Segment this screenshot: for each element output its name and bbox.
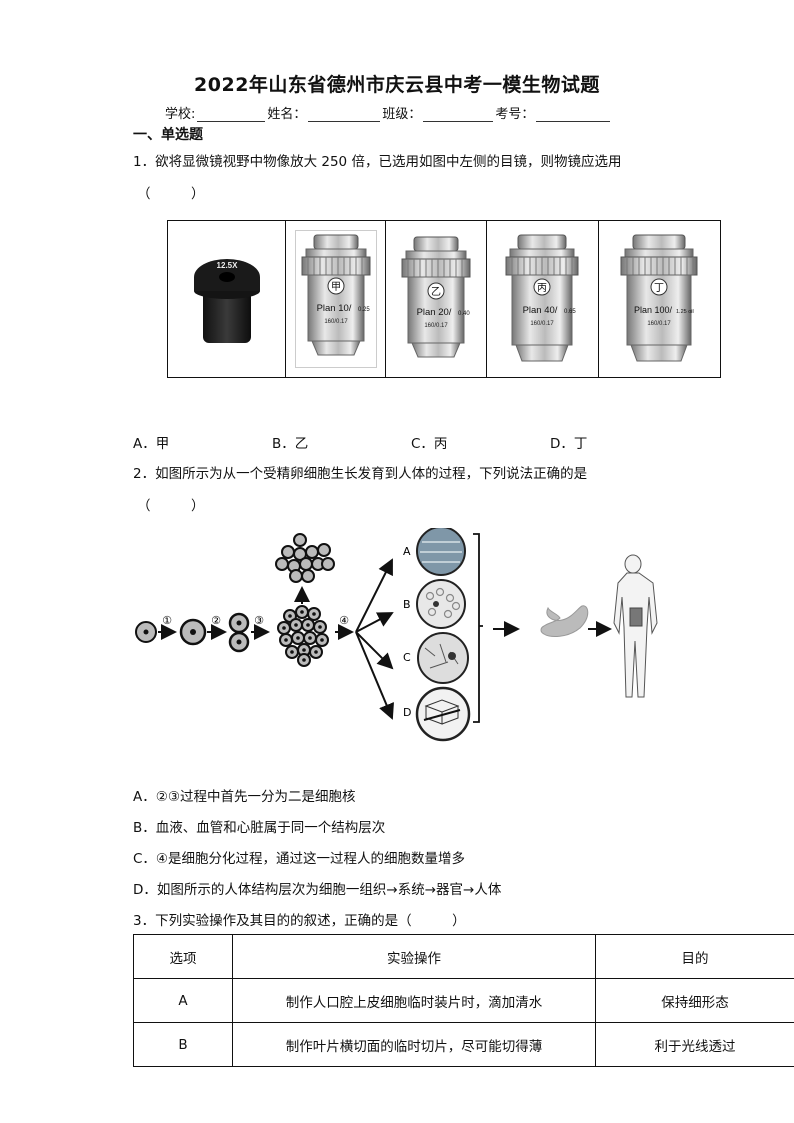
q1-options: A．甲 B．乙 C．丙 D．丁 (133, 432, 693, 452)
objective-cell-ding: 丁 Plan 100/ 1.25 oil 160/0.17 (599, 221, 720, 377)
svg-text:1.25 oil: 1.25 oil (676, 309, 694, 315)
objective-lens-icon: 乙 Plan 20/ 0.40 160/0.17 (401, 236, 471, 358)
section-heading: 一、单选题 (133, 127, 203, 143)
human-body-icon (613, 554, 658, 698)
svg-text:甲: 甲 (331, 282, 341, 293)
objective-lens-icon: 甲 Plan 10/ 0.25 160/0.17 (301, 234, 371, 356)
svg-text:Plan 40/: Plan 40/ (523, 305, 558, 316)
q2-answer-paren: （ ） (137, 498, 205, 514)
svg-text:A: A (403, 545, 411, 558)
svg-text:④: ④ (339, 614, 349, 627)
svg-text:160/0.17: 160/0.17 (531, 321, 555, 327)
table-row: A 制作人口腔上皮细胞临时装片时，滴加清水 保持细形态 (133, 978, 794, 1023)
eyepiece-cell: 12.5X (168, 221, 287, 377)
table-cell: A (133, 978, 233, 1023)
svg-text:0.25: 0.25 (358, 307, 370, 313)
svg-text:Plan 10/: Plan 10/ (316, 303, 351, 314)
table-header-cell: 目的 (595, 934, 794, 979)
eyepiece-icon: 12.5X (193, 259, 260, 343)
svg-text:Plan 20/: Plan 20/ (417, 307, 452, 318)
school-label: 学校: (165, 107, 196, 122)
svg-text:12.5X: 12.5X (216, 261, 238, 270)
q1-option-b[interactable]: B．乙 (272, 436, 309, 452)
stomach-organ-icon (540, 605, 589, 637)
svg-text:0.40: 0.40 (458, 311, 470, 317)
table-cell: 利于光线透过 (595, 1022, 794, 1067)
q1-stem: 1．欲将显微镜视野中物像放大 250 倍，已选用如图中左侧的目镜，则物镜应选用 (133, 154, 622, 170)
table-cell: 保持细形态 (595, 978, 794, 1023)
q1-option-a[interactable]: A．甲 (133, 436, 170, 452)
table-header-cell: 选项 (133, 934, 233, 979)
q2-option-a[interactable]: A．②③过程中首先一分为二是细胞核 (133, 789, 356, 805)
q3-stem: 3．下列实验操作及其目的的叙述，正确的是（ ） (133, 913, 466, 929)
objective-cell-yi: 乙 Plan 20/ 0.40 160/0.17 (386, 221, 487, 377)
q1-option-d[interactable]: D．丁 (550, 436, 588, 452)
exam-number-field[interactable] (536, 107, 611, 122)
objective-cell-bing: 丙 Plan 40/ 0.65 160/0.17 (487, 221, 599, 377)
class-label: 班级： (382, 107, 422, 122)
two-cell-icon (228, 612, 250, 653)
connective-tissue-icon (416, 579, 466, 629)
table-cell: 制作叶片横切面的临时切片，尽可能切得薄 (232, 1022, 596, 1067)
epithelial-tissue-icon (415, 686, 471, 742)
name-field[interactable] (308, 107, 381, 122)
microscope-figure: 12.5X 甲 Plan 10/ 0.25 160/0.17 (167, 220, 721, 378)
grown-cell-icon (179, 618, 207, 646)
svg-text:160/0.17: 160/0.17 (324, 319, 348, 325)
objective-lens-icon: 丁 Plan 100/ 1.25 oil 160/0.17 (620, 234, 698, 362)
svg-text:D: D (403, 706, 411, 719)
school-field[interactable] (197, 107, 266, 122)
development-diagram: ① ② ③ ④ A B C D (135, 528, 658, 742)
table-cell: B (133, 1022, 233, 1067)
svg-text:Plan 100/: Plan 100/ (634, 305, 673, 315)
objective-lens-icon: 丙 Plan 40/ 0.65 160/0.17 (505, 234, 579, 362)
student-info-row: 学校: 姓名： 班级： 考号： (165, 103, 612, 122)
svg-text:③: ③ (254, 614, 264, 627)
name-label: 姓名： (267, 107, 307, 122)
svg-text:160/0.17: 160/0.17 (648, 321, 672, 327)
zygote-cell-icon (135, 621, 157, 643)
cell-mass-icon (277, 605, 329, 667)
svg-text:①: ① (162, 614, 172, 627)
table-header-row: 选项 实验操作 目的 (133, 934, 794, 979)
class-field[interactable] (423, 107, 494, 122)
table-row: B 制作叶片横切面的临时切片，尽可能切得薄 利于光线透过 (133, 1022, 794, 1067)
objective-cell-jia: 甲 Plan 10/ 0.25 160/0.17 (286, 221, 387, 377)
svg-text:丙: 丙 (537, 283, 547, 294)
page-title: 2022年山东省德州市庆云县中考一模生物试题 (194, 74, 600, 96)
svg-text:160/0.17: 160/0.17 (424, 323, 448, 329)
svg-text:C: C (403, 651, 411, 664)
svg-text:乙: 乙 (431, 286, 441, 298)
experiment-table: 选项 实验操作 目的 A 制作人口腔上皮细胞临时装片时，滴加清水 保持细形态 B… (133, 934, 794, 1067)
muscle-tissue-icon (416, 528, 466, 576)
q1-option-c[interactable]: C．丙 (411, 436, 448, 452)
q2-option-b[interactable]: B．血液、血管和心脏属于同一个结构层次 (133, 820, 386, 836)
table-cell: 制作人口腔上皮细胞临时装片时，滴加清水 (232, 978, 596, 1023)
exam-number-label: 考号： (495, 107, 535, 122)
q2-option-c[interactable]: C．④是细胞分化过程，通过这一过程人的细胞数量增多 (133, 851, 466, 867)
q2-option-d[interactable]: D．如图所示的人体结构层次为细胞一组织→系统→器官→人体 (133, 882, 502, 898)
svg-text:丁: 丁 (654, 283, 664, 294)
nerve-tissue-icon (417, 632, 469, 684)
svg-text:B: B (403, 598, 411, 611)
q1-answer-paren: （ ） (137, 186, 205, 202)
table-header-cell: 实验操作 (232, 934, 596, 979)
cell-cluster-icon (275, 533, 335, 583)
q2-stem: 2．如图所示为从一个受精卵细胞生长发育到人体的过程，下列说法正确的是 (133, 466, 588, 482)
svg-text:②: ② (211, 614, 221, 627)
svg-text:0.65: 0.65 (564, 309, 576, 315)
